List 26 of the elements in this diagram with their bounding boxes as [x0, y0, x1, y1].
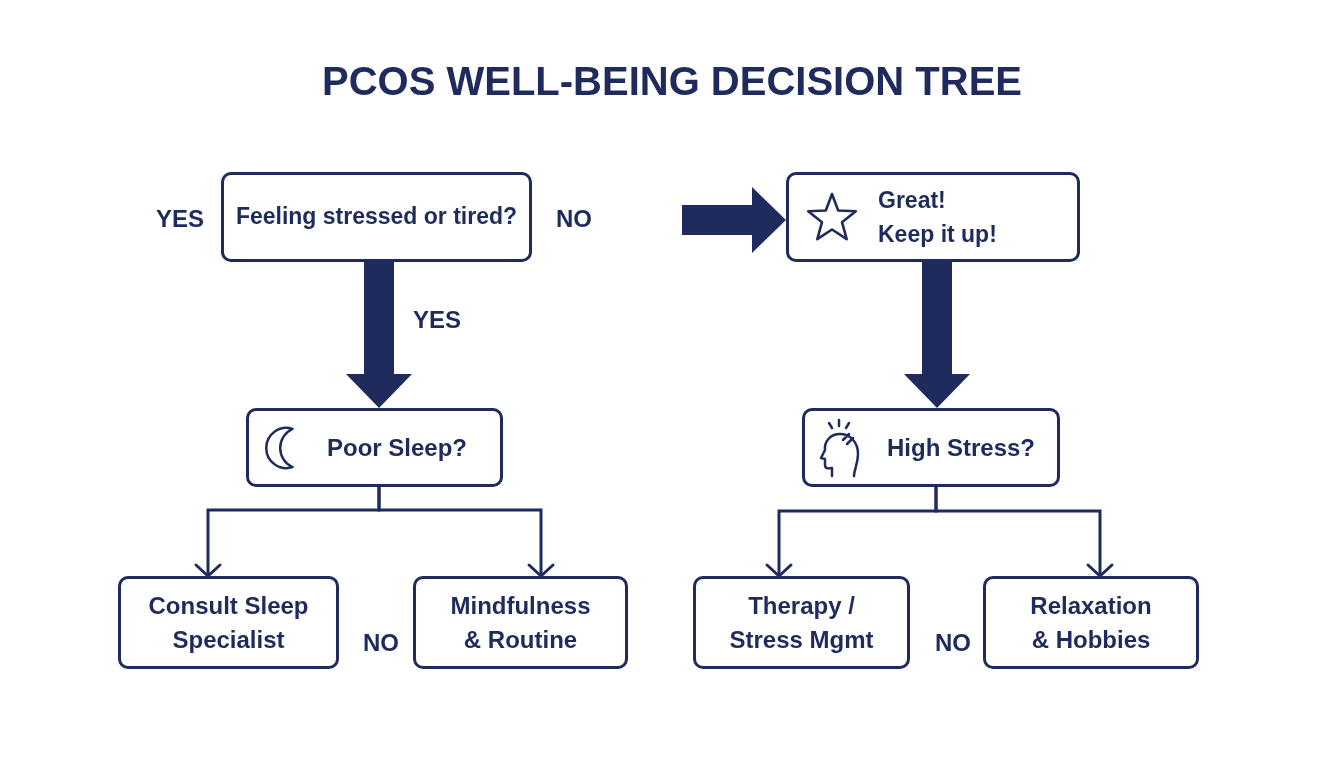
option-text: Therapy / Stress Mgmt	[728, 591, 875, 655]
diagram-title: PCOS WELL-BEING DECISION TREE	[320, 58, 1023, 105]
message-box	[786, 172, 1080, 262]
message-text: Great! Keep it up!	[878, 185, 998, 249]
connector-arrow	[377, 487, 555, 578]
block-arrow	[904, 262, 970, 408]
block-arrow	[682, 187, 786, 253]
branch-label: YES	[155, 205, 205, 233]
action-box	[693, 576, 910, 669]
branch-label: NO	[362, 629, 400, 657]
decision-box	[221, 172, 532, 262]
branch-label: NO	[934, 629, 972, 657]
branch-label: NO	[555, 205, 593, 233]
decision-box	[246, 408, 503, 487]
option-text: Consult Sleep Specialist	[147, 591, 310, 655]
connector-arrow	[934, 487, 1114, 578]
option-text: Relaxation & Hobbies	[1029, 591, 1153, 655]
question-text: Poor Sleep?	[327, 432, 468, 463]
decision-box	[802, 408, 1060, 487]
option-text: Mindfulness & Routine	[449, 591, 592, 655]
action-box	[983, 576, 1199, 669]
action-box	[118, 576, 339, 669]
question-text: Feeling stressed or tired?	[235, 202, 518, 232]
question-text: High Stress?	[887, 432, 1036, 463]
action-box	[413, 576, 628, 669]
block-arrow	[346, 262, 412, 408]
